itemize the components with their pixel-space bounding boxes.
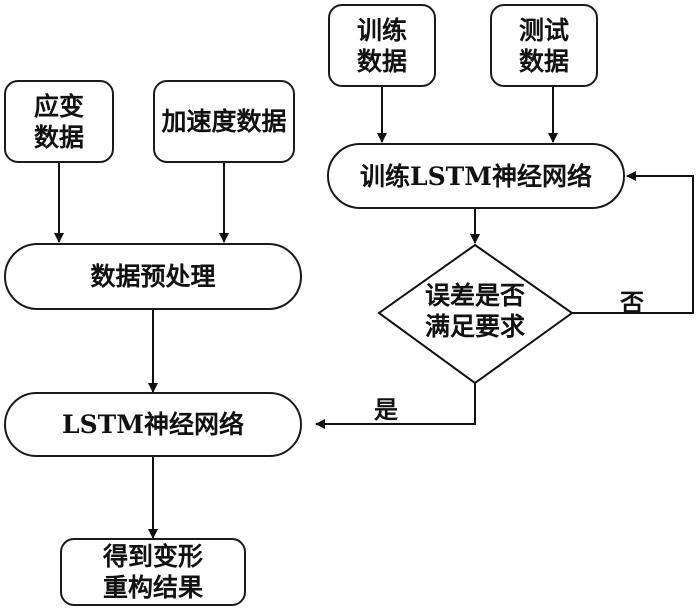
result-node: 得到变形 重构结果: [60, 538, 246, 606]
train-data-node: 训练 数据: [328, 4, 436, 87]
preprocess-node: 数据预处理: [4, 243, 302, 310]
lstm-network-node: LSTM神经网络: [4, 392, 302, 457]
train-lstm-node: 训练LSTM神经网络: [327, 143, 625, 209]
test-data-node: 测试 数据: [490, 4, 598, 87]
edge-label-yes: 是: [374, 395, 398, 424]
strain-data-node: 应变 数据: [4, 80, 114, 163]
arrow-decision-yes: [315, 383, 476, 429]
accel-data-node: 加速度数据: [153, 80, 295, 163]
decision-text: 误差是否 满足要求: [424, 281, 525, 341]
arrow-decision-no-loop: [572, 171, 694, 314]
decision-diamond: [377, 243, 574, 385]
edge-label-no: 否: [620, 288, 644, 317]
